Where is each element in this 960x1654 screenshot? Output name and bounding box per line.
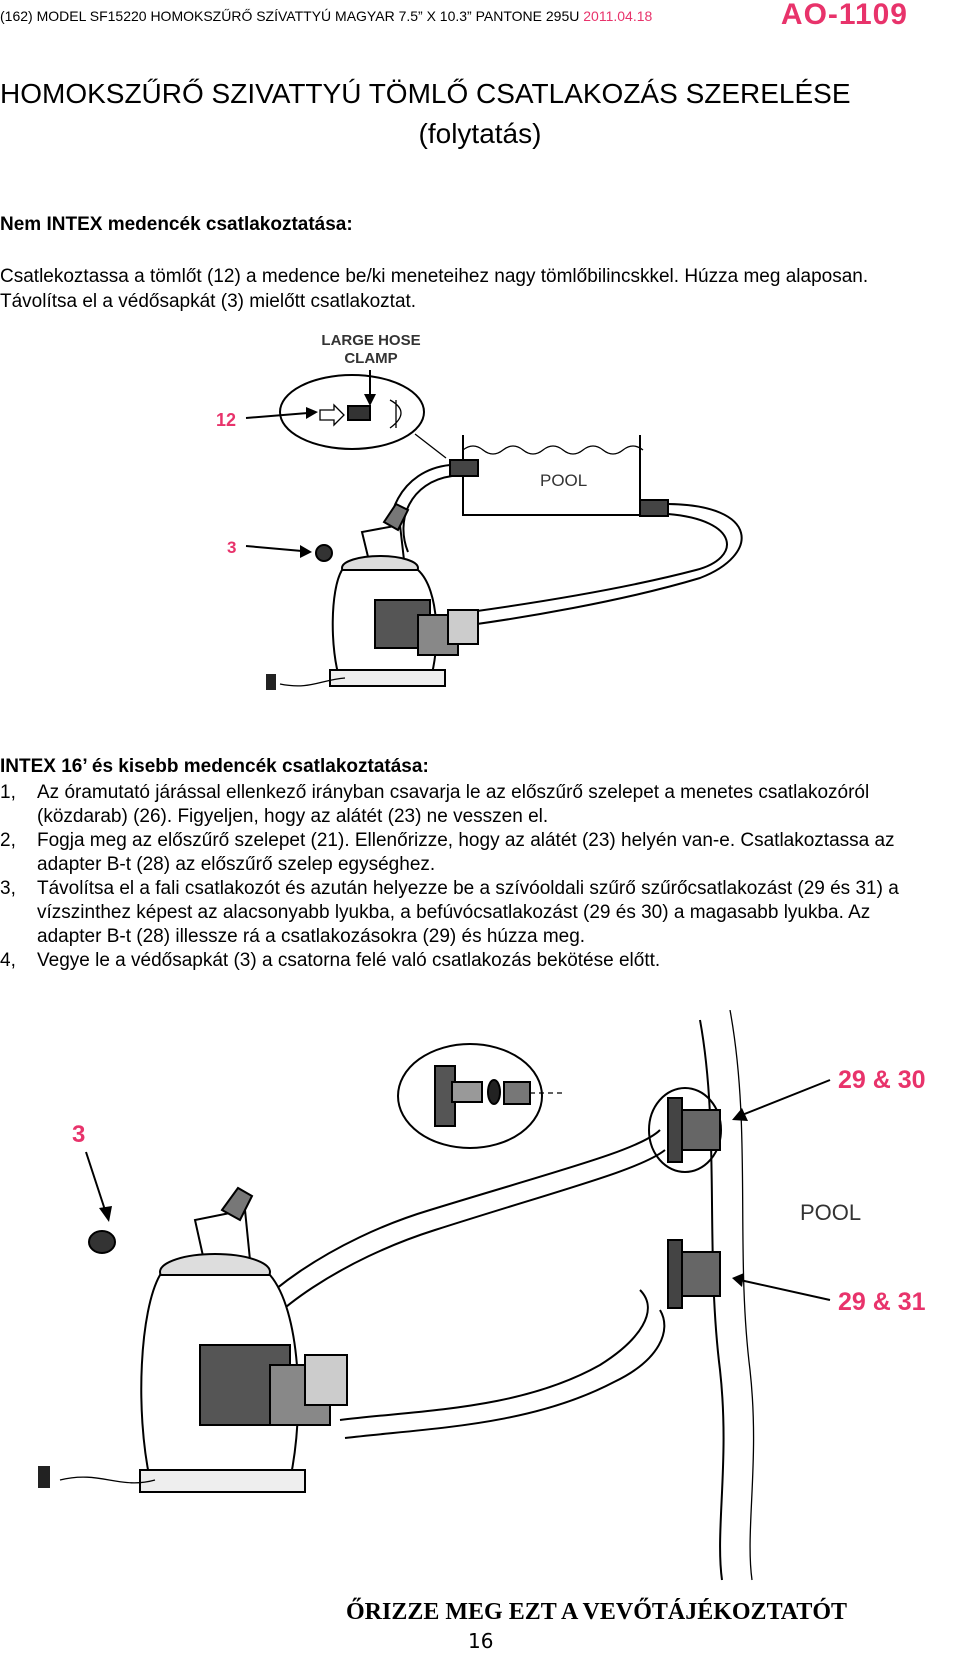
- step-number: 3,: [0, 878, 16, 899]
- figure2-pool-wall: [699, 1019, 725, 1581]
- step-text: Vegye le a védősapkát (3) a csatorna fel…: [37, 950, 661, 971]
- section2-heading: INTEX 16’ és kisebb medencék csatlakozta…: [0, 756, 429, 777]
- step-item: 3, Távolítsa el a fali csatlakozót és azu…: [0, 877, 940, 949]
- figure1-filter-pump: [266, 502, 479, 690]
- figure2-hose-upper: [229, 1129, 666, 1346]
- section1-heading: Nem INTEX medencék csatlakoztatása:: [0, 214, 353, 235]
- figure2-filter-pump: [38, 1186, 348, 1493]
- step-number: 2,: [0, 830, 16, 851]
- figure1-protective-cap: [315, 544, 333, 562]
- figure2-diagram: POOL 29 & 30 29 & 31 3: [38, 1010, 926, 1581]
- header-model-line: (162) MODEL SF15220 HOMOKSZŰRŐ SZÍVATTYÚ…: [0, 8, 652, 24]
- step-item: 1, Az óramutató járással ellenkező irányb…: [0, 781, 940, 829]
- step-item: 4, Vegye le a védősapkát (3) a csatorna f…: [0, 949, 940, 973]
- figure2-hose-lower: [339, 1289, 666, 1439]
- step-text: Fogja meg az előszűrő szelepet (21). Ell…: [37, 830, 895, 875]
- page-subtitle: (folytatás): [418, 118, 542, 149]
- figure1-callout-12: 12: [216, 410, 236, 430]
- figure2-callout-3: 3: [72, 1121, 85, 1148]
- footer-note: ŐRIZZE MEG EZT A VEVŐTÁJÉKOZTATÓT: [346, 1599, 848, 1625]
- figure2-pool-label: POOL: [800, 1200, 861, 1225]
- figure1-callout-3: 3: [227, 538, 236, 557]
- figure2-protective-cap: [88, 1230, 116, 1254]
- step-number: 4,: [0, 950, 16, 971]
- step-number: 1,: [0, 782, 16, 803]
- section1-body: Csatlekoztassa a tömlőt (12) a medence b…: [0, 266, 869, 312]
- figure1-diagram: LARGE HOSE CLAMP 12 POOL 3: [216, 332, 743, 690]
- step-text: Távolítsa el a fali csatlakozót és azutá…: [37, 878, 899, 947]
- figure1-clamp-label-line2: CLAMP: [344, 350, 397, 367]
- figure1-pool-label: POOL: [540, 471, 587, 490]
- steps-list: 1, Az óramutató járással ellenkező irányb…: [0, 781, 940, 973]
- figure1-clamp-label-line1: LARGE HOSE: [321, 332, 420, 349]
- figure2-label-29-30: 29 & 30: [838, 1066, 926, 1094]
- header-model-text: (162) MODEL SF15220 HOMOKSZŰRŐ SZÍVATTYÚ…: [0, 8, 584, 24]
- figure1-clamp-detail: [347, 405, 371, 421]
- page-title: HOMOKSZŰRŐ SZIVATTYÚ TÖMLŐ CSATLAKOZÁS S…: [0, 78, 851, 109]
- figure2-detail-bubble: [397, 1043, 543, 1149]
- figure2-label-29-31: 29 & 31: [838, 1288, 926, 1316]
- page-number: 16: [468, 1629, 494, 1653]
- figure1-hose-lower: [469, 503, 743, 626]
- step-item: 2, Fogja meg az előszűrő szelepet (21). E…: [0, 829, 940, 877]
- figure1-detail-bubble: [279, 374, 425, 450]
- step-text: Az óramutató járással ellenkező irányban…: [37, 782, 870, 827]
- header-code: AO-1109: [780, 0, 908, 31]
- header-date: 2011.04.18: [583, 8, 653, 24]
